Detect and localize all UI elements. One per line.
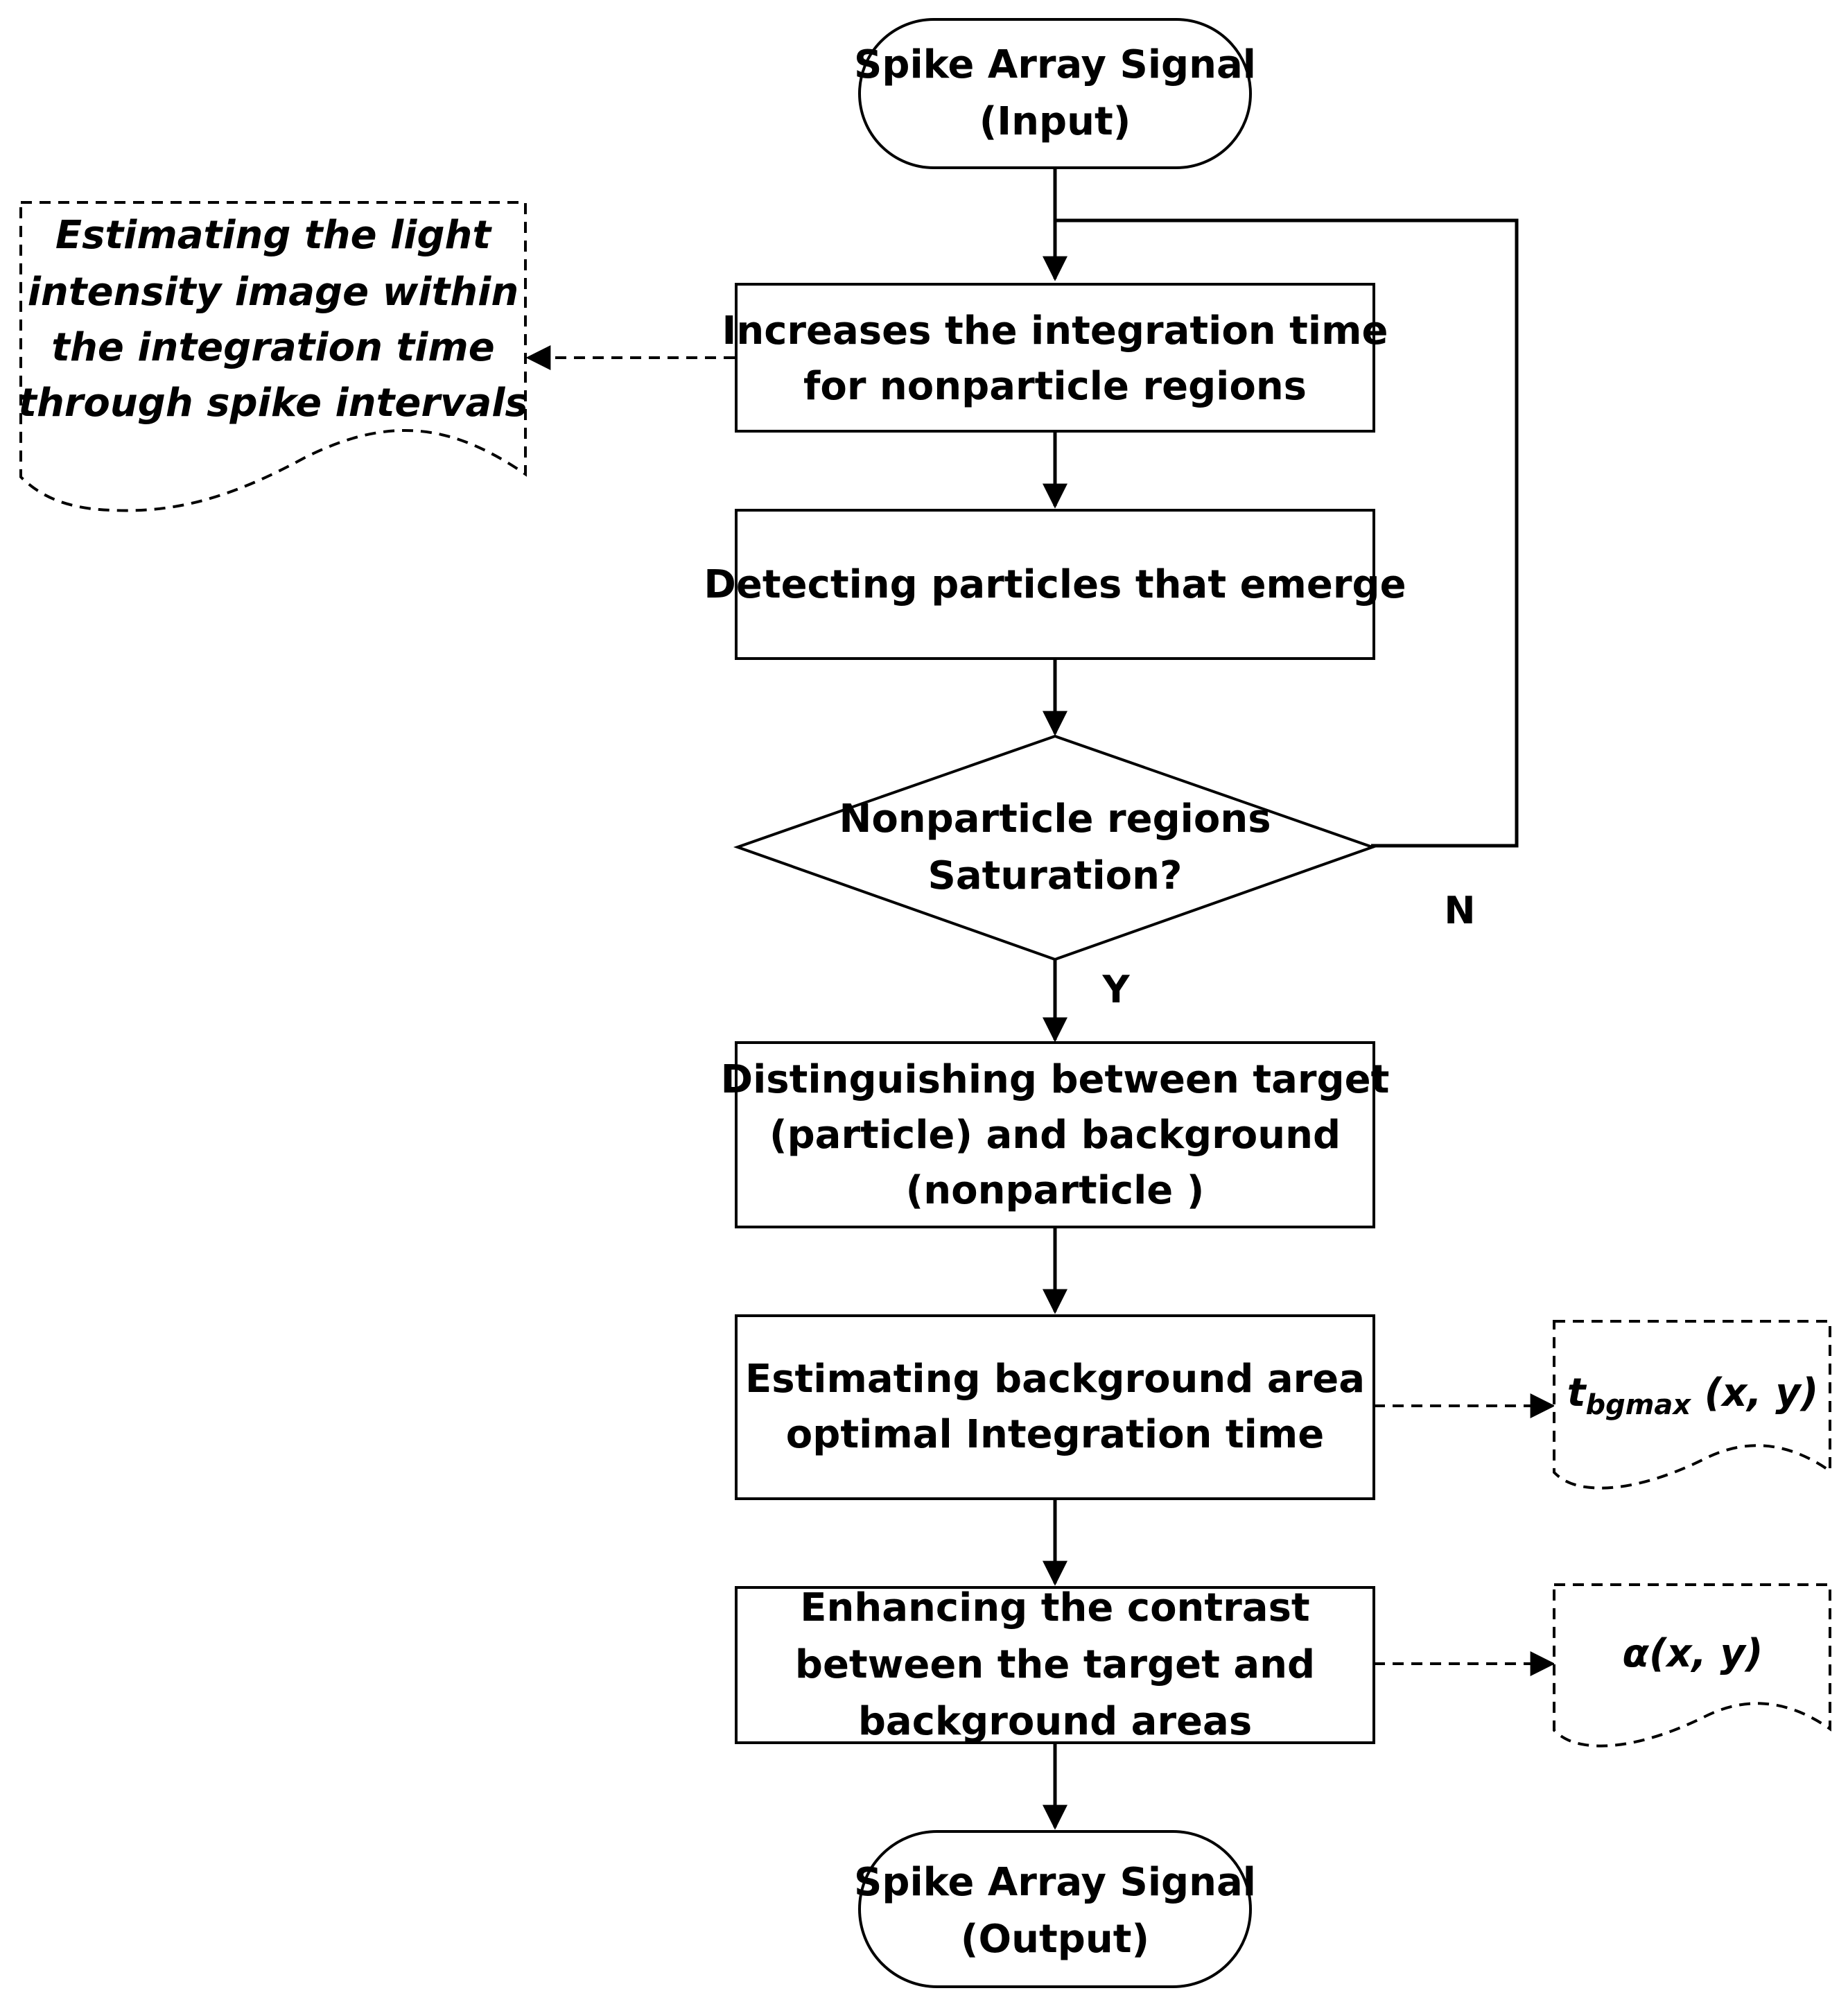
estimate-label-line1: Estimating background area bbox=[745, 1357, 1365, 1402]
decision-label-line1: Nonparticle regions bbox=[839, 797, 1271, 842]
increase-integration-process: Increases the integration time for nonpa… bbox=[722, 283, 1388, 433]
start-label-line1: Spike Array Signal bbox=[854, 42, 1256, 87]
distinguish-label-line3: (nonparticle ) bbox=[906, 1168, 1205, 1213]
light-intensity-note: Estimating the light intensity image wit… bbox=[18, 201, 528, 512]
decision-label-line2: Saturation? bbox=[928, 853, 1183, 898]
end-label-line2: (Output) bbox=[961, 1917, 1149, 1962]
detect-label: Detecting particles that emerge bbox=[704, 562, 1406, 607]
alpha-label: α(x, y) bbox=[1622, 1631, 1763, 1676]
alpha-note: α(x, y) bbox=[1553, 1583, 1831, 1748]
estimate-background-process: Estimating background area optimal Integ… bbox=[735, 1314, 1375, 1500]
light-note-line1: Estimating the light bbox=[55, 213, 493, 258]
enhance-label-line3: background areas bbox=[858, 1699, 1252, 1744]
end-label-line1: Spike Array Signal bbox=[854, 1860, 1256, 1905]
tbgmax-label: tbgmax (x, y) bbox=[1567, 1370, 1819, 1421]
increase-label-line1: Increases the integration time bbox=[722, 308, 1388, 354]
connectors bbox=[525, 168, 1555, 1830]
saturation-decision: Nonparticle regions Saturation? bbox=[733, 734, 1377, 961]
edge-decision-loop-no bbox=[1055, 218, 1519, 848]
tbgmax-note: tbgmax (x, y) bbox=[1553, 1320, 1831, 1490]
light-note-line3: the integration time bbox=[51, 325, 495, 370]
distinguish-label-line2: (particle) and background bbox=[769, 1113, 1341, 1158]
detect-particles-process: Detecting particles that emerge bbox=[704, 509, 1406, 660]
distinguish-process: Distinguishing between target (particle)… bbox=[721, 1041, 1390, 1228]
edge-label-yes: Y bbox=[1101, 968, 1130, 1011]
light-note-line4: through spike intervals bbox=[18, 381, 528, 426]
light-note-line2: intensity image within bbox=[28, 270, 519, 315]
enhance-label-line2: between the target and bbox=[795, 1642, 1315, 1687]
end-terminal: Spike Array Signal (Output) bbox=[854, 1830, 1256, 1988]
distinguish-label-line1: Distinguishing between target bbox=[721, 1057, 1390, 1102]
enhance-contrast-process: Enhancing the contrast between the targe… bbox=[735, 1585, 1375, 1744]
increase-label-line2: for nonparticle regions bbox=[803, 364, 1307, 409]
start-label-line2: (Input) bbox=[979, 99, 1131, 144]
estimate-label-line2: optimal Integration time bbox=[786, 1412, 1324, 1457]
enhance-label-line1: Enhancing the contrast bbox=[800, 1585, 1309, 1630]
edge-label-no: N bbox=[1444, 889, 1475, 932]
start-terminal: Spike Array Signal (Input) bbox=[854, 18, 1256, 169]
